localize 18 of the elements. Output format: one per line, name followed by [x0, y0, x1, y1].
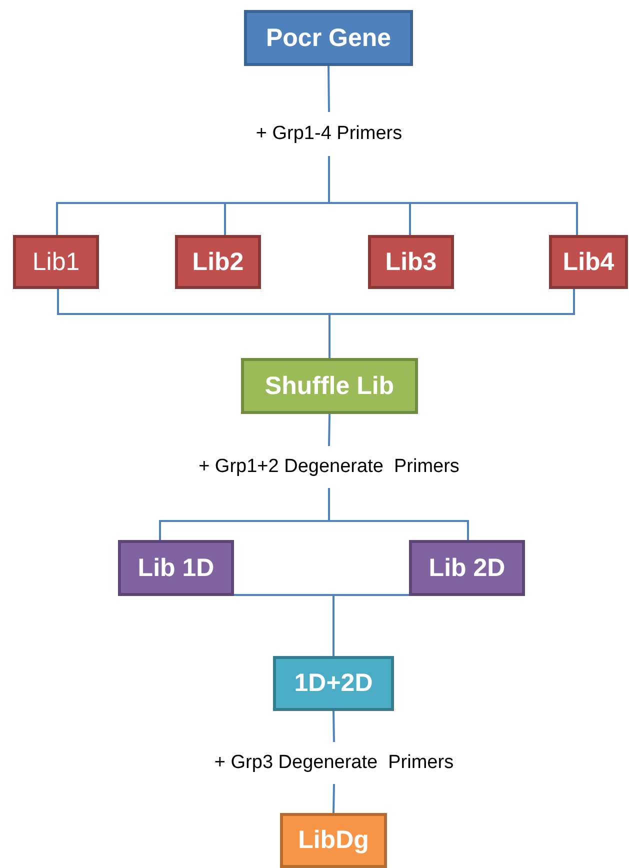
process-box: LibDg [280, 813, 387, 868]
connector-line [328, 289, 575, 358]
connector-line [328, 414, 330, 446]
process-box: Lib2 [175, 235, 261, 289]
process-box: Pocr Gene [244, 10, 413, 66]
process-box: Lib 1D [118, 540, 234, 596]
connector-line [328, 488, 469, 540]
process-box: Lib 2D [409, 540, 525, 596]
connector-line [328, 156, 578, 235]
process-box: Lib4 [549, 235, 628, 289]
process-box: Shuffle Lib [241, 358, 418, 414]
connector-line [328, 66, 330, 112]
connector-line [332, 710, 335, 742]
connector-line [332, 594, 409, 656]
connector-line [332, 784, 335, 814]
process-box: Lib1 [13, 235, 99, 289]
process-box: Lib3 [368, 235, 454, 289]
process-box: 1D+2D [273, 656, 394, 711]
